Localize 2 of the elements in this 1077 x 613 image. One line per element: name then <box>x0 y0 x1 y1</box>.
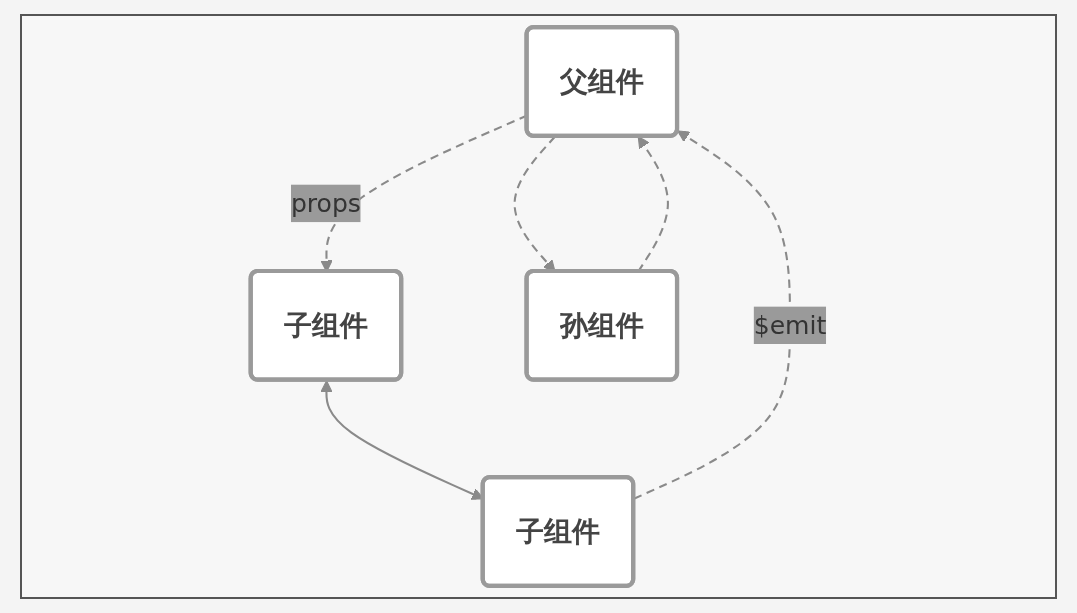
edge-label: $emit <box>753 310 827 340</box>
edge-label: props <box>290 188 361 219</box>
